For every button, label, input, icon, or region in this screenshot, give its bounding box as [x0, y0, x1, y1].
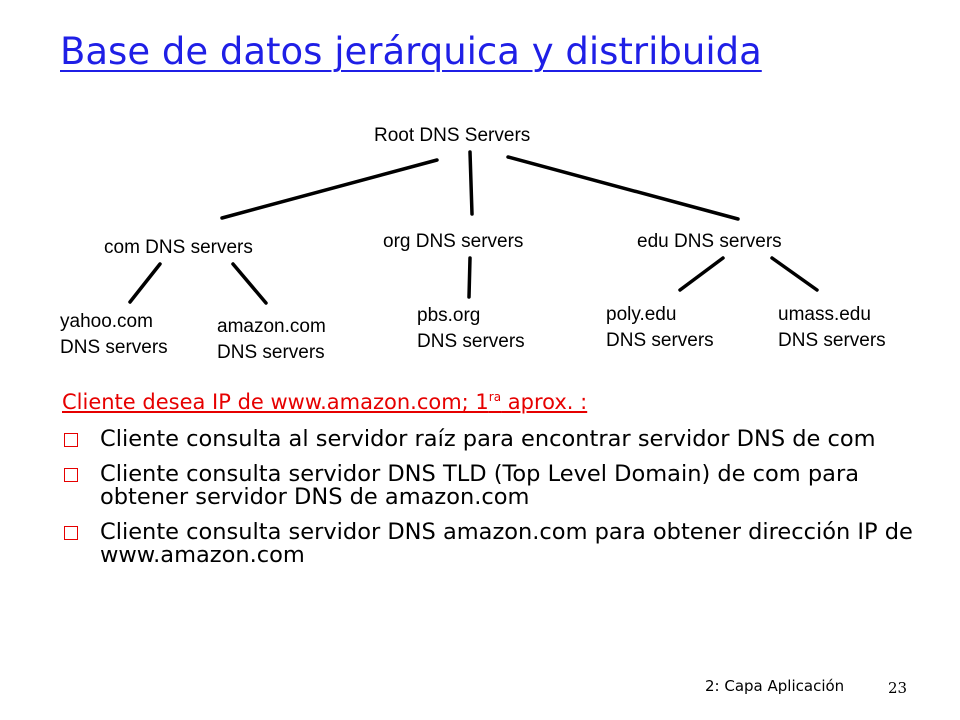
yahoo-caption: DNS servers	[60, 337, 168, 358]
amazon-caption: DNS servers	[217, 342, 325, 363]
poly-dns-servers: poly.edu DNS servers	[606, 302, 714, 354]
step-text: Cliente consulta servidor DNS amazon.com…	[100, 519, 913, 568]
umass-domain: umass.edu	[778, 304, 871, 325]
amazon-dns-servers: amazon.com DNS servers	[217, 314, 326, 366]
yahoo-dns-servers: yahoo.com DNS servers	[60, 309, 168, 361]
square-bullet-icon	[64, 468, 78, 482]
step-item: Cliente consulta servidor DNS amazon.com…	[62, 521, 942, 567]
edge-root-edu	[506, 155, 740, 221]
poly-domain: poly.edu	[606, 304, 677, 325]
step-text: Cliente consulta al servidor raíz para e…	[100, 426, 876, 452]
root-dns-servers: Root DNS Servers	[374, 125, 531, 146]
subtitle-tail: aprox. :	[501, 390, 588, 414]
subtitle-superscript: ra	[488, 390, 502, 404]
edge-root-com	[220, 158, 439, 220]
edge-com-yahoo	[128, 262, 162, 304]
pbs-domain: pbs.org	[417, 305, 481, 326]
edu-dns-servers: edu DNS servers	[637, 231, 782, 252]
slide-title: Base de datos jerárquica y distribuida	[60, 30, 762, 73]
amazon-domain: amazon.com	[217, 316, 326, 337]
dns-hierarchy-connectors	[128, 150, 819, 305]
pbs-dns-servers: pbs.org DNS servers	[417, 303, 525, 355]
pbs-caption: DNS servers	[417, 331, 525, 352]
chapter-label: 2: Capa Aplicación	[705, 677, 845, 695]
edge-root-org	[468, 150, 474, 216]
umass-dns-servers: umass.edu DNS servers	[778, 302, 886, 354]
edge-edu-poly	[678, 256, 725, 292]
yahoo-domain: yahoo.com	[60, 311, 153, 332]
com-dns-servers: com DNS servers	[104, 237, 253, 258]
step-list: Cliente consulta al servidor raíz para e…	[62, 428, 942, 579]
step-item: Cliente consulta servidor DNS TLD (Top L…	[62, 463, 942, 509]
edge-com-amazon	[231, 262, 268, 305]
umass-caption: DNS servers	[778, 330, 886, 351]
page-number: 23	[888, 679, 908, 697]
subtitle-main: Cliente desea IP de www.amazon.com; 1	[62, 390, 489, 414]
step-item: Cliente consulta al servidor raíz para e…	[62, 428, 942, 451]
edge-edu-umass	[770, 256, 819, 292]
poly-caption: DNS servers	[606, 330, 714, 351]
edge-org-pbs	[467, 256, 472, 299]
query-subtitle: Cliente desea IP de www.amazon.com; 1ra …	[62, 390, 587, 414]
square-bullet-icon	[64, 526, 78, 540]
org-dns-servers: org DNS servers	[383, 231, 524, 252]
square-bullet-icon	[64, 433, 78, 447]
step-text: Cliente consulta servidor DNS TLD (Top L…	[100, 461, 859, 510]
